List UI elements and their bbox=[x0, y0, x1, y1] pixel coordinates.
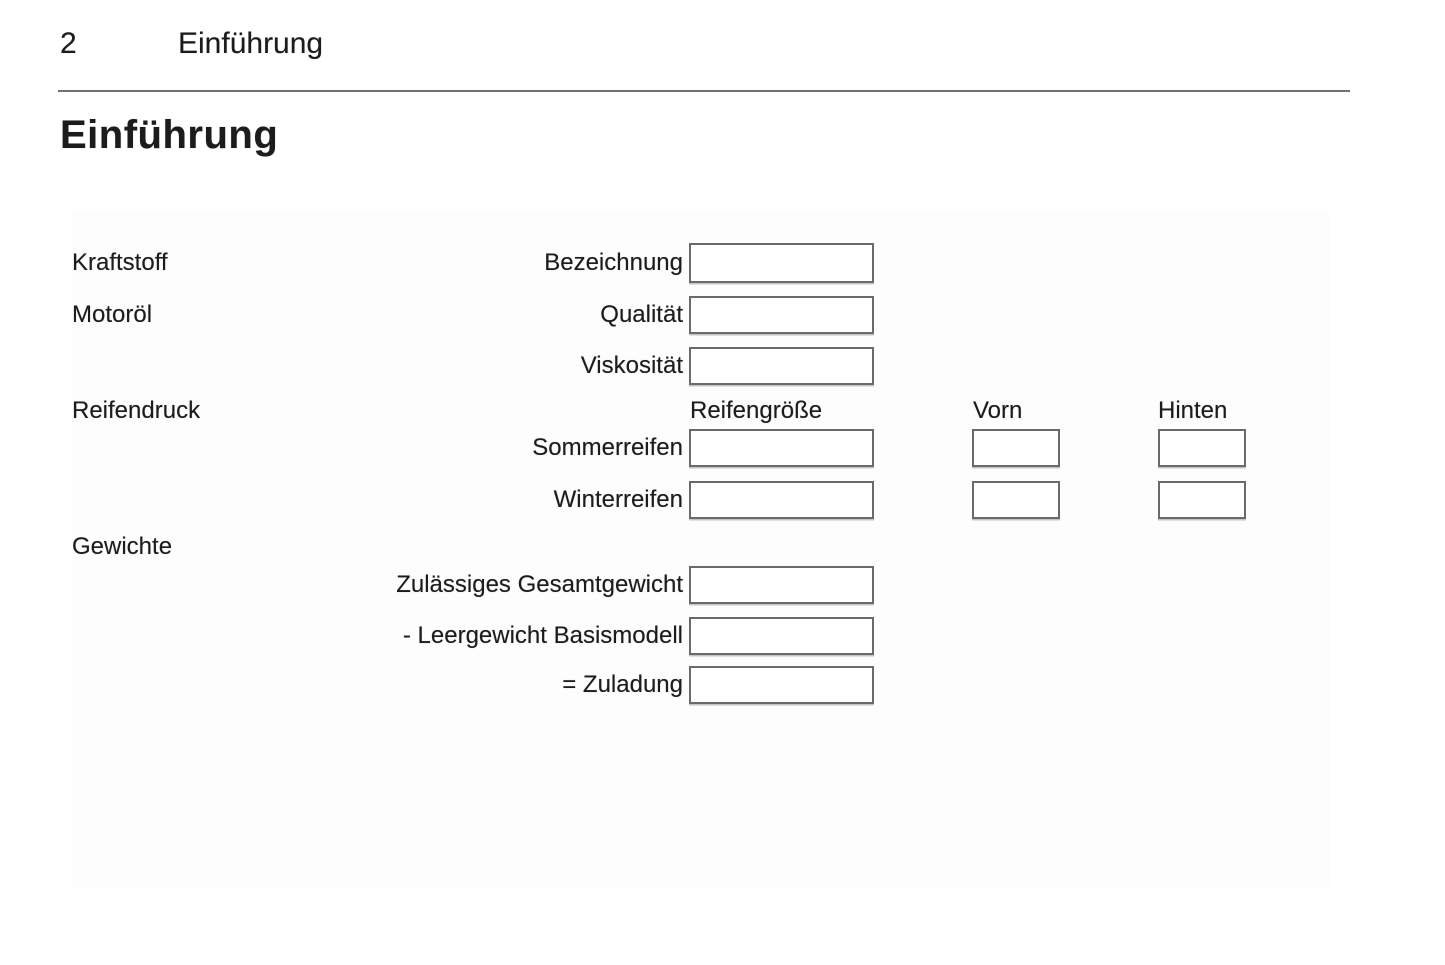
gross-weight-input[interactable] bbox=[689, 566, 874, 604]
front-column-header: Vorn bbox=[973, 397, 1023, 424]
summer-front-pressure-input[interactable] bbox=[972, 429, 1060, 467]
winter-front-pressure-input[interactable] bbox=[972, 481, 1060, 519]
fuel-section-label: Kraftstoff bbox=[72, 249, 168, 276]
payload-input[interactable] bbox=[689, 666, 874, 704]
page-number: 2 bbox=[60, 27, 77, 60]
gross-weight-label: Zulässiges Gesamtgewicht bbox=[396, 571, 683, 598]
summer-tire-size-input[interactable] bbox=[689, 429, 874, 467]
header-chapter-title: Einführung bbox=[178, 27, 324, 60]
designation-input[interactable] bbox=[689, 243, 874, 283]
payload-label: = Zuladung bbox=[562, 671, 683, 698]
winter-rear-pressure-input[interactable] bbox=[1158, 481, 1246, 519]
curb-weight-input[interactable] bbox=[689, 617, 874, 655]
weights-section-label: Gewichte bbox=[72, 533, 173, 560]
designation-label: Bezeichnung bbox=[544, 249, 683, 276]
tire-pressure-section-label: Reifendruck bbox=[72, 397, 201, 424]
curb-weight-label: - Leergewicht Basismodell bbox=[402, 622, 683, 649]
page-title: Einführung bbox=[60, 113, 279, 157]
rear-column-header: Hinten bbox=[1158, 397, 1228, 424]
header-divider bbox=[58, 90, 1350, 92]
viscosity-input[interactable] bbox=[689, 347, 874, 385]
winter-tire-size-input[interactable] bbox=[689, 481, 874, 519]
quality-label: Qualität bbox=[600, 301, 683, 328]
summer-tires-label: Sommerreifen bbox=[532, 434, 683, 461]
summer-rear-pressure-input[interactable] bbox=[1158, 429, 1246, 467]
oil-section-label: Motoröl bbox=[72, 301, 153, 328]
quality-input[interactable] bbox=[689, 296, 874, 334]
winter-tires-label: Winterreifen bbox=[553, 486, 683, 513]
viscosity-label: Viskosität bbox=[580, 352, 683, 379]
tire-size-column-header: Reifengröße bbox=[690, 397, 823, 424]
